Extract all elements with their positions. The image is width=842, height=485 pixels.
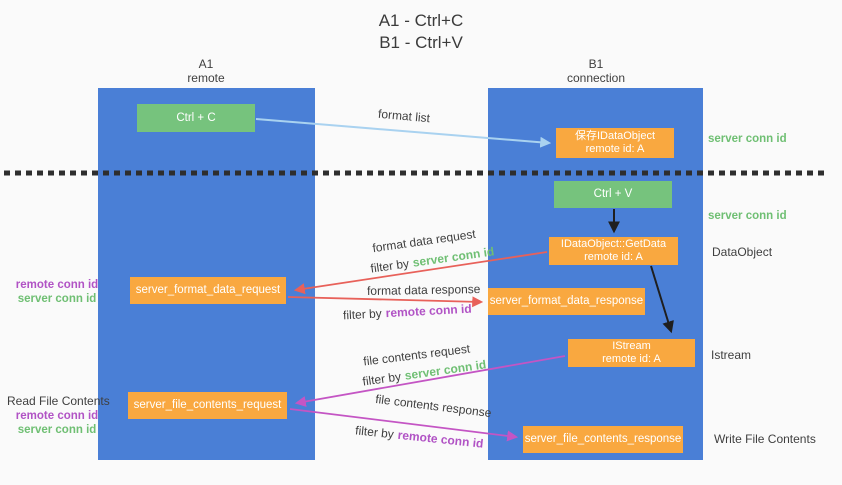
getdata-node: IDataObject::GetData remote id: A bbox=[549, 237, 678, 265]
title-line-1: A1 - Ctrl+C bbox=[378, 11, 464, 30]
server-conn-id-mid-label: server conn id bbox=[708, 210, 787, 222]
remote-conn-id-label-2: remote conn id bbox=[15, 410, 99, 422]
getdata-line1: IDataObject::GetData bbox=[560, 238, 667, 250]
conn-id-pair-2: remote conn id server conn id bbox=[11, 409, 103, 437]
column-b1-id: B1 bbox=[588, 57, 604, 71]
ctrl-c-node: Ctrl + C bbox=[137, 104, 255, 132]
title-line-2: B1 - Ctrl+V bbox=[379, 33, 463, 52]
filter-by-text-2: filter by bbox=[342, 306, 383, 323]
server-format-data-request-label: server_format_data_request bbox=[135, 284, 281, 296]
column-a1-id: A1 bbox=[198, 57, 214, 71]
server-file-contents-request-label: server_file_contents_request bbox=[133, 399, 282, 411]
ctrl-v-label: Ctrl + V bbox=[593, 188, 633, 200]
server-conn-id-top-label: server conn id bbox=[708, 133, 787, 145]
remote-conn-id-label-1: remote conn id bbox=[15, 279, 99, 291]
ctrl-c-label: Ctrl + C bbox=[176, 111, 216, 124]
istream-side-label: Istream bbox=[711, 348, 752, 362]
format-data-response-flow-label: format data response bbox=[366, 282, 481, 298]
diagram-title: A1 - Ctrl+C B1 - Ctrl+V bbox=[0, 10, 842, 54]
column-a1-role: remote bbox=[187, 71, 225, 85]
dataobject-label: DataObject bbox=[712, 245, 773, 259]
server-file-contents-response-node: server_file_contents_response bbox=[523, 426, 683, 453]
read-file-contents-label: Read File Contents bbox=[7, 394, 110, 408]
file-contents-response-arrow bbox=[289, 408, 519, 442]
server-format-data-response-label: server_format_data_response bbox=[489, 295, 644, 307]
conn-id-pair-1: remote conn id server conn id bbox=[11, 278, 103, 306]
server-conn-id-label-1: server conn id bbox=[17, 293, 97, 305]
server-format-data-request-node: server_format_data_request bbox=[130, 277, 286, 304]
istream-line1: IStream bbox=[612, 340, 651, 352]
write-file-contents-label: Write File Contents bbox=[714, 432, 816, 446]
column-header-a1: A1 remote bbox=[146, 57, 266, 85]
format-list-arrow bbox=[255, 118, 552, 148]
save-dataobject-node: 保存IDataObject remote id: A bbox=[556, 128, 674, 158]
column-header-b1: B1 connection bbox=[536, 57, 656, 85]
ctrl-v-node: Ctrl + V bbox=[554, 181, 672, 208]
istream-line2: remote id: A bbox=[602, 353, 661, 365]
istream-node: IStream remote id: A bbox=[568, 339, 695, 367]
server-format-data-response-node: server_format_data_response bbox=[488, 288, 645, 315]
save-dataobject-line2: remote id: A bbox=[585, 143, 645, 155]
save-dataobject-line1: 保存IDataObject bbox=[574, 130, 656, 142]
getdata-to-istream-arrow bbox=[650, 265, 674, 334]
format-data-response-arrow bbox=[287, 296, 484, 308]
getdata-line2: remote id: A bbox=[584, 251, 643, 263]
column-b1-role: connection bbox=[566, 71, 626, 85]
file-contents-request-arrow bbox=[294, 355, 566, 407]
server-file-contents-response-label: server_file_contents_response bbox=[524, 433, 682, 445]
server-conn-id-label-2: server conn id bbox=[17, 424, 97, 436]
format-data-request-arrow bbox=[293, 251, 548, 295]
server-file-contents-request-node: server_file_contents_request bbox=[128, 392, 287, 419]
